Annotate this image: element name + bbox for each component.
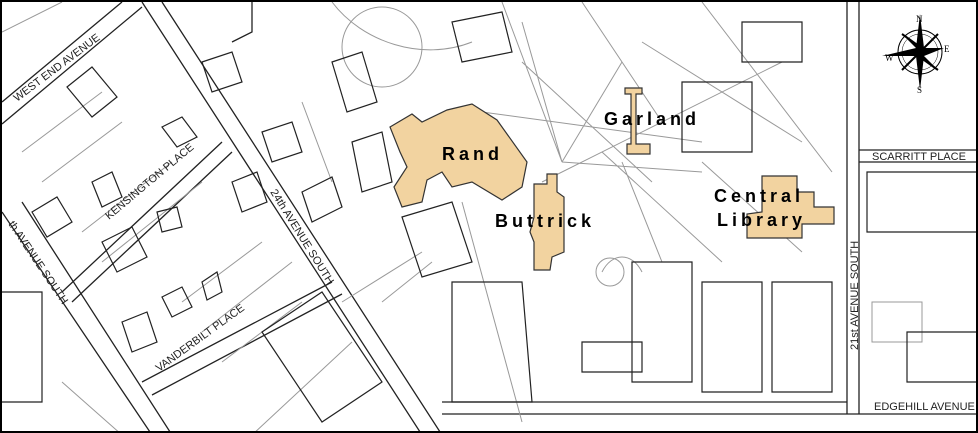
label-scarritt-place: SCARRITT PLACE [872,151,966,163]
highlighted-buildings [389,87,835,271]
label-vanderbilt-place: VANDERBILT PLACE [154,302,247,374]
label-21st-avenue-south: 21st AVENUE SOUTH [849,241,861,350]
label-edgehill-avenue: EDGEHILL AVENUE [874,401,975,413]
compass-e: E [944,44,950,54]
label-garland[interactable]: Garland [604,109,701,129]
compass-s: S [917,85,922,95]
garland-building [624,87,651,155]
label-central[interactable]: Central [714,186,805,206]
label-west-end-avenue: WEST END AVENUE [12,32,103,105]
rand-building [389,103,528,208]
label-rand[interactable]: Rand [442,144,503,164]
compass-w: W [885,53,894,63]
buttrick-building [529,173,565,271]
label-24th-avenue-south: 24th AVENUE SOUTH [267,187,335,287]
label-buttrick[interactable]: Buttrick [495,211,596,231]
label-library[interactable]: Library [717,210,807,230]
compass-n: N [916,14,923,24]
compass-rose-icon: N S E W [882,14,950,95]
buildings [2,11,976,423]
central-library-building [746,175,835,239]
